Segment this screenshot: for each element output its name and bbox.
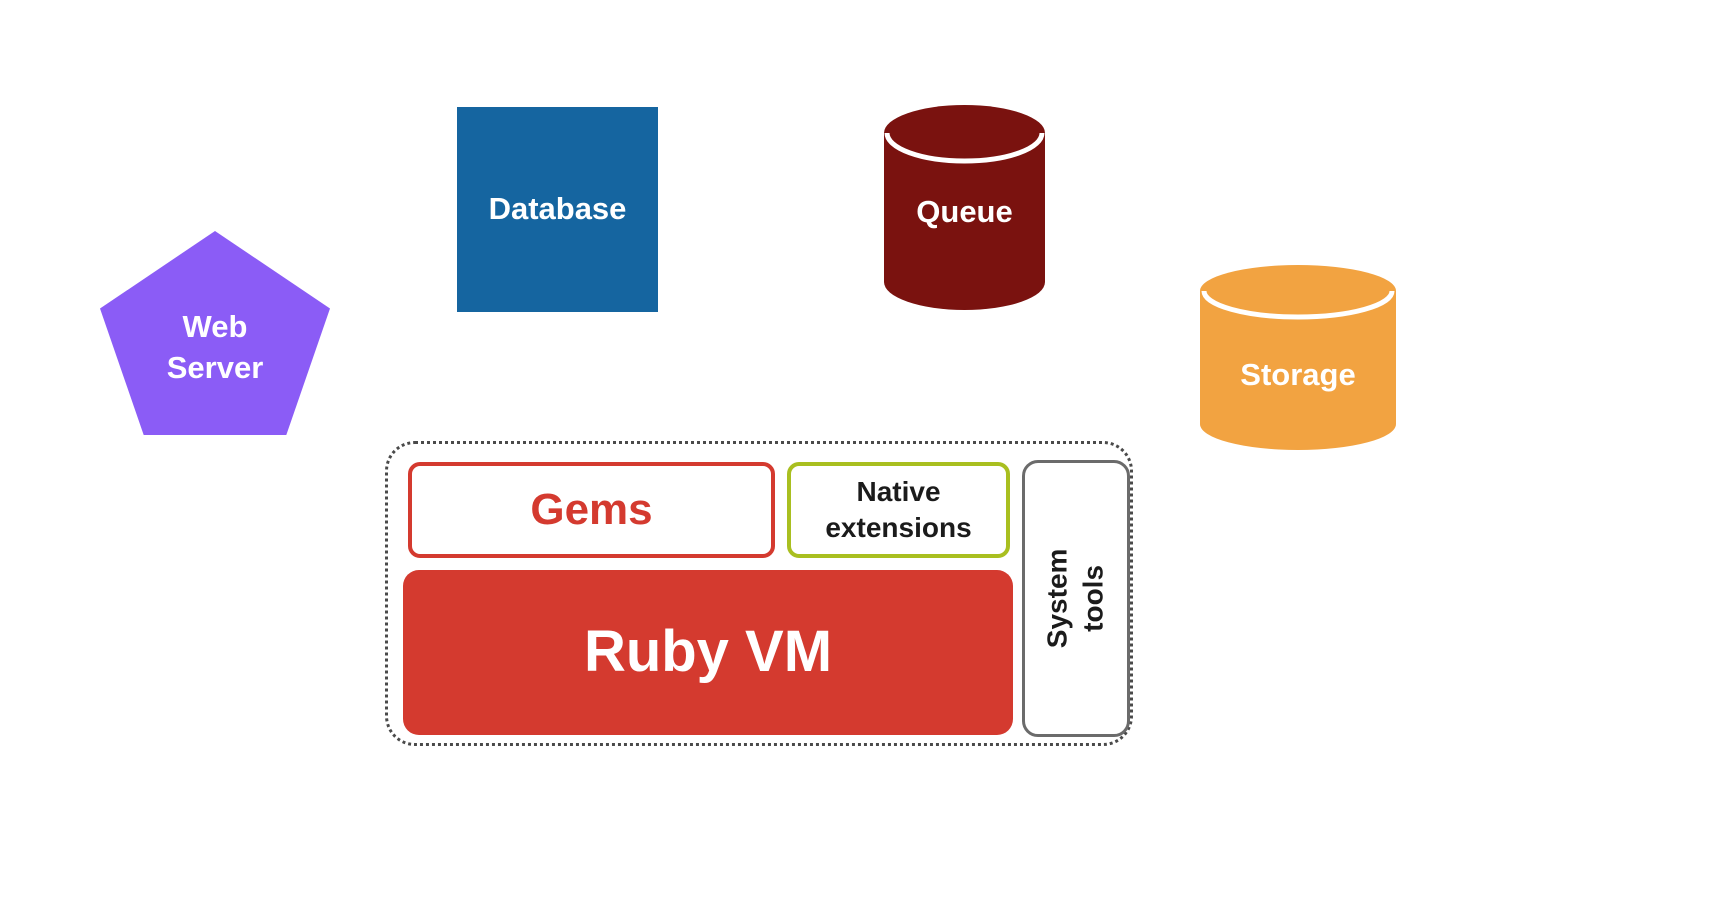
ruby-vm-box: Ruby VM — [403, 570, 1013, 735]
database-label: Database — [488, 191, 627, 227]
system-tools-label: System tools — [1041, 548, 1109, 649]
gems-label: Gems — [530, 484, 653, 534]
ruby-vm-label: Ruby VM — [583, 619, 833, 685]
storage-cylinder-shape — [1200, 265, 1396, 450]
queue-cylinder-shape — [884, 105, 1045, 310]
database-node: Database — [457, 107, 658, 312]
queue-node: Queue — [884, 105, 1045, 310]
gems-box: Gems — [408, 462, 775, 558]
system-tools-box: System tools — [1022, 460, 1130, 737]
web-server-node: Web Server — [100, 231, 330, 435]
web-server-label: Web Server — [166, 309, 264, 385]
native-extensions-box: Native extensions — [787, 462, 1010, 558]
queue-label: Queue — [916, 194, 1013, 230]
native-extensions-label: Native extensions — [825, 475, 972, 543]
storage-label: Storage — [1240, 357, 1356, 393]
storage-node: Storage — [1200, 265, 1396, 450]
